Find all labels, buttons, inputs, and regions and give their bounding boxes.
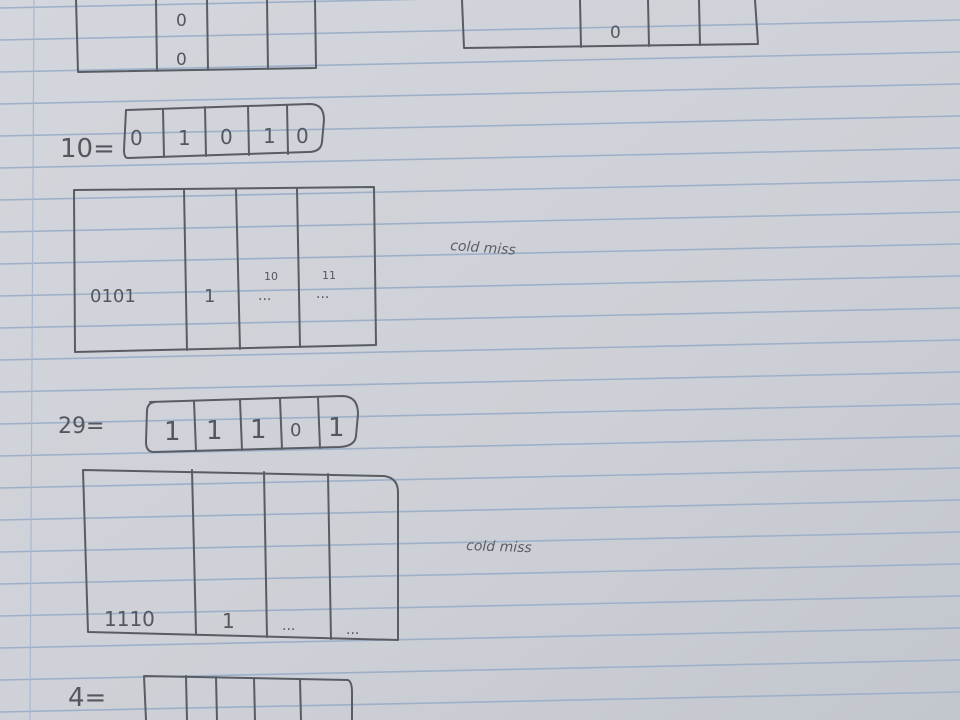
- top-left-digit-1: 0: [176, 11, 187, 31]
- entry-29-label: 29=: [58, 414, 104, 439]
- entry-29-bit-box: [145, 395, 359, 453]
- entry-29-cell-data2: ...: [346, 622, 359, 638]
- top-left-digit-2: 0: [176, 50, 187, 70]
- entry-29-bit: 1: [206, 416, 223, 446]
- entry-29-cell-valid: 1: [222, 609, 235, 633]
- entry-10-bit: 0: [296, 124, 309, 148]
- entry-4-label: 4=: [68, 683, 106, 713]
- entry-10-cell-tag: 0101: [90, 286, 136, 307]
- entry-29-bit: 1: [250, 415, 267, 445]
- top-left-table: [75, 0, 317, 73]
- entry-10-bit: 0: [220, 125, 233, 149]
- entry-29-bit: 1: [164, 417, 181, 447]
- top-right-table: [461, 0, 759, 49]
- entry-29-bit: 0: [290, 420, 301, 441]
- entry-4-bit-box: [143, 675, 353, 720]
- entry-10-table: [73, 186, 377, 353]
- entry-10-cell-data1: 10...: [258, 270, 278, 304]
- entry-29-bit: 1: [328, 413, 345, 443]
- entry-10-note: cold miss: [450, 238, 517, 259]
- entry-10-bit: 1: [263, 124, 276, 148]
- top-right-digit: 0: [610, 23, 621, 43]
- entry-10-bit: 0: [130, 126, 143, 150]
- entry-10-cell-valid: 1: [204, 286, 215, 307]
- entry-29-cell-data1: ...: [282, 618, 295, 634]
- entry-10-bit-box: [123, 103, 325, 159]
- entry-10-label: 10=: [60, 134, 115, 164]
- entry-29-cell-tag: 1110: [104, 607, 155, 631]
- entry-10-bit: 1: [178, 126, 191, 150]
- entry-29-table: [82, 469, 399, 641]
- entry-10-cell-data2: 11...: [316, 269, 336, 302]
- entry-29-note: cold miss: [466, 538, 532, 556]
- margin-line: [29, 0, 35, 720]
